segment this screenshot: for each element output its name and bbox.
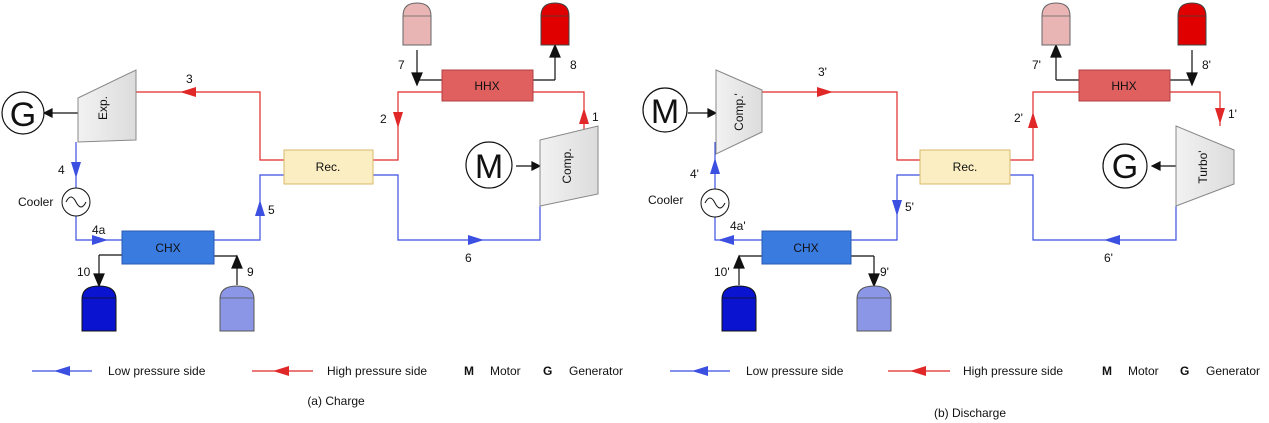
charge-point-2: 2 bbox=[380, 112, 387, 126]
charge-diagram: G Exp. Cooler Rec. HHX CHX M Comp. bbox=[1, 2, 599, 332]
discharge-chx-label: CHX bbox=[793, 241, 818, 255]
discharge-hot-tank-2 bbox=[1177, 2, 1207, 46]
discharge-arrow-4 bbox=[710, 158, 720, 174]
charge-rec-label: Rec. bbox=[316, 160, 341, 174]
charge-generator bbox=[1, 91, 45, 135]
discharge-diagram: M Comp.' Cooler Rec. HHX CHX G Turbo' bbox=[642, 2, 1237, 332]
discharge-generator-label: G bbox=[1112, 148, 1138, 186]
charge-arrow-4a bbox=[92, 235, 108, 245]
discharge-turbine bbox=[1175, 125, 1235, 207]
legend-motor-symbol: M bbox=[464, 364, 474, 378]
discharge-cooler-label: Cooler bbox=[648, 193, 683, 207]
charge-hot-tank-2 bbox=[540, 2, 570, 46]
charge-arrow-4 bbox=[71, 162, 81, 178]
charge-point-9: 9 bbox=[247, 265, 254, 279]
discharge-cold-tank-2 bbox=[856, 285, 892, 332]
discharge-arrow-6 bbox=[1104, 235, 1120, 245]
charge-arrow-3 bbox=[180, 87, 196, 97]
legend-motor-label-2: Motor bbox=[1128, 364, 1159, 378]
charge-point-3: 3 bbox=[186, 72, 193, 86]
discharge-point-8: 8' bbox=[1202, 58, 1211, 72]
discharge-hhx bbox=[1078, 69, 1171, 102]
charge-point-4: 4 bbox=[58, 163, 65, 177]
charge-expander bbox=[77, 69, 137, 143]
legend-generator-symbol: G bbox=[543, 364, 552, 378]
charge-recuperator bbox=[283, 149, 374, 185]
charge-arrow-5 bbox=[255, 200, 265, 216]
charge-motor bbox=[465, 141, 513, 189]
charge-chx bbox=[121, 230, 215, 265]
legend-high-arrow bbox=[273, 366, 289, 376]
charge-cooler-label: Cooler bbox=[18, 195, 53, 209]
charge-chx-label: CHX bbox=[155, 241, 180, 255]
discharge-arrow-3 bbox=[817, 87, 833, 97]
discharge-point-1: 1' bbox=[1228, 107, 1237, 121]
legend-generator-label: Generator bbox=[569, 364, 623, 378]
charge-hhx-label: HHX bbox=[474, 79, 499, 93]
discharge-arrow-4a bbox=[718, 235, 734, 245]
discharge-point-6: 6' bbox=[1104, 251, 1113, 265]
charge-expander-label: Exp. bbox=[96, 96, 110, 120]
discharge-chx bbox=[761, 230, 852, 265]
discharge-point-9: 9' bbox=[880, 265, 889, 279]
charge-generator-label: G bbox=[10, 96, 36, 134]
charge-point-5: 5 bbox=[268, 203, 275, 217]
charge-cooler-wave-icon bbox=[65, 196, 87, 208]
legend-low-label: Low pressure side bbox=[108, 364, 206, 378]
charge-point-10: 10 bbox=[77, 265, 91, 279]
discharge-point-2: 2' bbox=[1014, 111, 1023, 125]
legend-generator-label-2: Generator bbox=[1206, 364, 1260, 378]
charge-arrow-6 bbox=[468, 235, 484, 245]
discharge-turbine-label: Turbo' bbox=[1196, 150, 1210, 183]
charge-compressor bbox=[539, 125, 599, 207]
discharge-black-connectors bbox=[688, 43, 1198, 288]
charge-point-7: 7 bbox=[398, 58, 405, 72]
charge-motor-label: M bbox=[475, 148, 503, 186]
caption-charge: (a) Charge bbox=[307, 394, 365, 408]
discharge-point-5: 5' bbox=[905, 200, 914, 214]
charge-hot-tank-1 bbox=[402, 2, 432, 46]
charge-point-8: 8 bbox=[570, 58, 577, 72]
discharge-point-10: 10' bbox=[714, 265, 730, 279]
legend-motor-symbol-2: M bbox=[1102, 364, 1112, 378]
legend-high-label-2: High pressure side bbox=[963, 364, 1063, 378]
legend-low-label-2: Low pressure side bbox=[746, 364, 844, 378]
discharge-hhx-label: HHX bbox=[1111, 79, 1136, 93]
charge-cold-tank-1 bbox=[81, 285, 117, 332]
discharge-hot-tank-1 bbox=[1041, 2, 1071, 46]
discharge-compressor-label: Comp.' bbox=[732, 93, 746, 131]
discharge-arrow-1 bbox=[1215, 108, 1225, 124]
discharge-arrow-5 bbox=[892, 200, 902, 216]
discharge-cooler-wave-icon bbox=[704, 197, 726, 209]
legend-low-arrow bbox=[54, 366, 70, 376]
discharge-arrow-2 bbox=[1028, 112, 1038, 128]
discharge-point-4a: 4a' bbox=[730, 219, 746, 233]
discharge-point-4: 4' bbox=[690, 167, 699, 181]
charge-point-6: 6 bbox=[465, 251, 472, 265]
discharge-recuperator bbox=[919, 149, 1011, 185]
discharge-motor bbox=[642, 87, 688, 133]
discharge-motor-label: M bbox=[651, 93, 679, 131]
legend-motor-label: Motor bbox=[490, 364, 521, 378]
charge-hhx bbox=[441, 69, 534, 102]
caption-discharge: (b) Discharge bbox=[934, 406, 1006, 420]
legend-generator-symbol-2: G bbox=[1180, 364, 1189, 378]
discharge-cold-tank-1 bbox=[721, 285, 757, 332]
legend-charge: Low pressure side High pressure side M M… bbox=[32, 364, 623, 378]
charge-point-4a: 4a bbox=[92, 223, 106, 237]
discharge-compressor bbox=[715, 69, 763, 155]
legend-high-label: High pressure side bbox=[327, 364, 427, 378]
charge-arrow-1 bbox=[579, 108, 589, 124]
charge-compressor-label: Comp. bbox=[560, 148, 574, 183]
discharge-rec-label: Rec. bbox=[953, 160, 978, 174]
charge-black-connectors bbox=[42, 43, 561, 288]
discharge-point-3: 3' bbox=[818, 65, 827, 79]
charge-arrow-2 bbox=[393, 112, 403, 128]
charge-point-1: 1 bbox=[592, 110, 599, 124]
discharge-generator bbox=[1102, 143, 1148, 189]
discharge-point-7: 7' bbox=[1032, 58, 1041, 72]
legend-discharge: Low pressure side High pressure side M M… bbox=[670, 364, 1260, 378]
charge-cold-tank-2 bbox=[219, 285, 255, 332]
